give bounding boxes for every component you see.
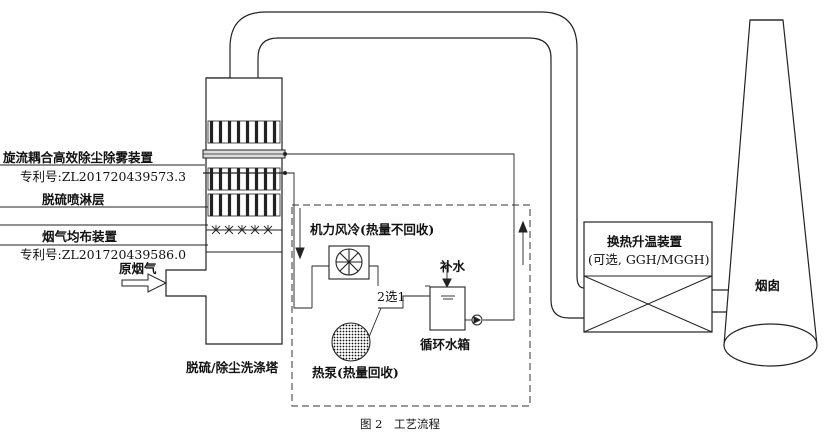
demister-patent-label: 专利号:ZL201720439573.3: [20, 169, 186, 184]
packing-layer-lower: [207, 193, 281, 217]
spray-nozzle-icon: [237, 225, 247, 235]
raw-flue-gas-label: 原烟气: [119, 261, 157, 276]
spray-nozzle-icon: [224, 225, 234, 235]
heat-pump-label: 热泵(热量回收): [312, 365, 399, 380]
tank-label: 循环水箱: [420, 337, 471, 352]
fan-icon: [328, 245, 370, 280]
distributor-patent-label: 专利号:ZL201720439586.0: [20, 247, 186, 262]
spray-nozzle-icon: [263, 225, 273, 235]
distributor-label: 烟气均布装置: [42, 229, 118, 244]
water-junction-2: [283, 171, 287, 175]
spray-layer-label: 脱硫喷淋层: [42, 192, 105, 207]
water-lines: [285, 153, 515, 321]
chimney: [723, 19, 818, 367]
label-leaders: [0, 164, 208, 246]
air-cooling-label: 机力风冷(热量不回收): [310, 222, 434, 237]
water-junction: [283, 152, 287, 156]
circulation-tank: [429, 286, 466, 331]
spray-nozzle-icon: [250, 225, 260, 235]
diagram-labels: 旋流耦合高效除尘除雾装置 专利号:ZL201720439573.3 脱硫喷淋层 …: [2, 150, 780, 431]
chimney-label: 烟囱: [755, 278, 780, 293]
spray-header: [206, 225, 282, 235]
washing-tower: [165, 77, 286, 345]
spray-nozzle-icon: [211, 225, 221, 235]
raw-gas-arrow-icon: [121, 273, 168, 293]
figure-caption: 图 2 工艺流程: [360, 417, 440, 431]
packing-layer-middle: [207, 167, 281, 191]
flue-duct: [206, 11, 578, 292]
heat-exchanger: [550, 221, 734, 333]
pump-icon: [471, 314, 483, 326]
switch-label: 2选1: [377, 289, 405, 304]
arrow-icon: [295, 208, 528, 289]
heat-pump-icon: [331, 307, 382, 362]
reheater-label: 换热升温装置: [607, 234, 683, 249]
makeup-water-label: 补水: [439, 259, 466, 274]
tower-label: 脱硫/除尘洗涤塔: [186, 360, 279, 375]
reheater-option-label: (可选, GGH/MGGH): [588, 252, 709, 267]
demister-label: 旋流耦合高效除尘除雾装置: [2, 150, 154, 165]
packing-layer-upper: [207, 120, 281, 144]
